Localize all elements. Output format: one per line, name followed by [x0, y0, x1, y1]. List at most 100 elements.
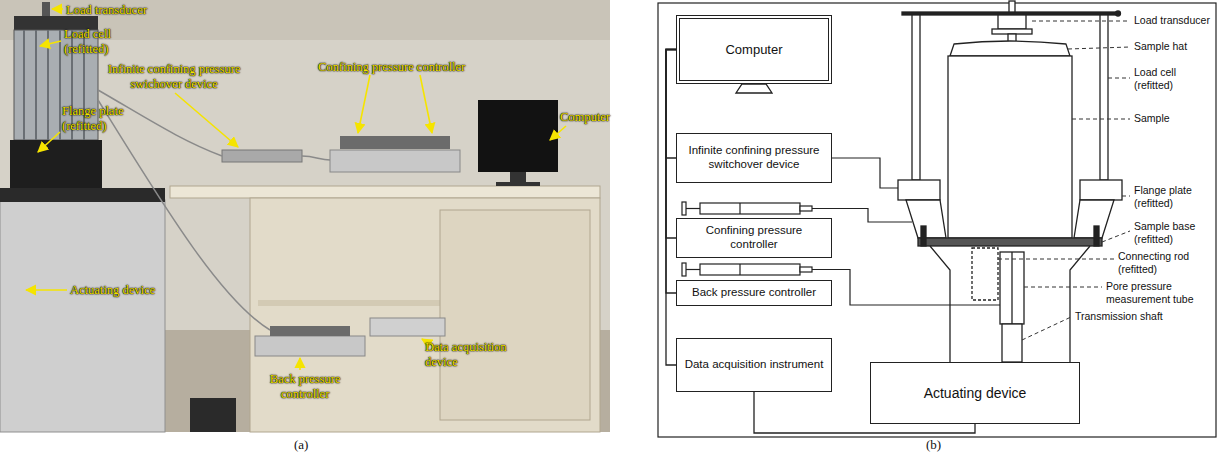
- lab-photo: [0, 200, 165, 432]
- syringe-pump: [682, 202, 686, 215]
- signal-line: [666, 50, 676, 159]
- test-apparatus: [972, 248, 998, 300]
- lab-photo: [330, 150, 460, 172]
- lab-photo: [47, 30, 49, 140]
- leader-line: [1072, 119, 1130, 120]
- photo-arrow: [550, 126, 566, 140]
- leader-line: [998, 259, 1114, 260]
- panel-frame: [658, 3, 1216, 437]
- test-apparatus: [930, 246, 1090, 362]
- syringe-pump: [739, 203, 740, 214]
- signal-line: [666, 50, 676, 239]
- lab-photo: [0, 0, 610, 432]
- part-label: Flange plate (refitted): [1134, 184, 1206, 209]
- photo-label: Infinite confining pressure swichover de…: [96, 62, 252, 92]
- lab-photo: [0, 0, 610, 432]
- monitor-stand: [736, 84, 772, 93]
- lab-photo: [222, 150, 302, 162]
- box-label: Back pressure controller: [692, 286, 816, 300]
- photo-arrow: [175, 93, 238, 147]
- lab-photo: [250, 198, 600, 432]
- photo-arrow: [358, 75, 370, 133]
- lab-photo: [440, 210, 590, 420]
- photo-label: Confining pressure controller: [318, 60, 488, 75]
- photo-arrow: [420, 75, 432, 133]
- test-apparatus: [948, 56, 1072, 238]
- lab-photo: [510, 172, 526, 182]
- part-label: Sample base (refitted): [1134, 220, 1216, 245]
- part-label: Transmission shaft: [1075, 310, 1195, 323]
- syringe-pump: [700, 203, 800, 214]
- photo-arrow: [26, 9, 566, 370]
- lab-photo: [10, 140, 102, 188]
- controller-box: Confining pressure controller: [676, 218, 832, 258]
- panel-frame: [658, 3, 1216, 437]
- test-apparatus: [950, 41, 1070, 56]
- photo-arrow: [38, 132, 60, 152]
- box-label: Confining pressure controller: [682, 224, 826, 252]
- photo-arrow: [40, 41, 61, 46]
- lab-photo: [190, 398, 236, 432]
- pressure-pipe: [832, 158, 898, 188]
- part-label: Connecting rod (refitted): [1118, 250, 1214, 275]
- controller-box: Back pressure controller: [676, 280, 832, 306]
- monitor-stand: [736, 84, 772, 93]
- lab-photo: [370, 318, 445, 336]
- instrument-box: Data acquisition instrument: [676, 338, 832, 392]
- leader-line: [1022, 317, 1071, 340]
- leader-line: [1122, 196, 1130, 197]
- test-apparatus: [998, 15, 1026, 29]
- photo-label: Load cell (refitted): [64, 27, 126, 57]
- lab-photo: [170, 186, 600, 198]
- part-label: Load transducer: [1134, 14, 1216, 27]
- test-apparatus: [1094, 226, 1099, 246]
- part-label: Sample hat: [1134, 40, 1216, 53]
- part-label: Sample: [1134, 112, 1216, 125]
- lab-photo: [496, 182, 540, 186]
- test-apparatus: [1116, 11, 1121, 16]
- test-apparatus: [992, 29, 1032, 34]
- syringe-pump: [682, 263, 686, 276]
- lab-photo: [59, 30, 61, 140]
- test-apparatus: [898, 1, 1122, 362]
- test-apparatus: [1080, 180, 1122, 200]
- signal-line: [666, 50, 676, 294]
- lab-photo: [42, 2, 50, 16]
- switchover-box: Infinite confining pressure switchover d…: [676, 133, 832, 183]
- panel-tag: (a): [294, 437, 324, 453]
- box-label: Computer: [725, 42, 782, 58]
- leader-line: [1024, 287, 1102, 288]
- test-apparatus: [1000, 252, 1024, 324]
- syringe-pump: [686, 208, 700, 209]
- test-apparatus: [898, 180, 940, 200]
- photo-arrow: [299, 358, 301, 370]
- syringe-pump: [739, 264, 740, 275]
- photo-label: Load transducer: [66, 3, 176, 18]
- test-apparatus: [912, 15, 920, 180]
- test-apparatus: [1002, 324, 1022, 362]
- leader-line: [1068, 47, 1130, 49]
- lab-photo: [270, 326, 350, 336]
- actuator-box: Actuating device: [870, 362, 1080, 424]
- syringe-pump: [686, 269, 700, 270]
- part-label: Pore pressure measurement tube: [1106, 280, 1214, 305]
- syringe-pump: [700, 264, 800, 275]
- syringe-pump: [800, 267, 812, 272]
- leader-line: [1102, 231, 1130, 242]
- photo-arrow: [52, 8, 63, 10]
- leader-line: [1108, 78, 1130, 79]
- photo-label: Data acquisition device: [425, 340, 525, 370]
- lab-photo: [255, 336, 365, 356]
- computer-box: Computer: [676, 15, 832, 84]
- leader-line: [998, 21, 1130, 340]
- box-label: Data acquisition instrument: [685, 358, 824, 372]
- box-label: Actuating device: [924, 385, 1027, 402]
- photo-arrow: [26, 289, 67, 291]
- test-apparatus: [1100, 15, 1108, 180]
- part-label: Load cell (refitted): [1134, 66, 1194, 91]
- syringe-pump: [800, 206, 812, 211]
- panel-tag: (b): [926, 437, 956, 453]
- test-apparatus: [921, 226, 926, 246]
- leader-line: [1032, 21, 1130, 22]
